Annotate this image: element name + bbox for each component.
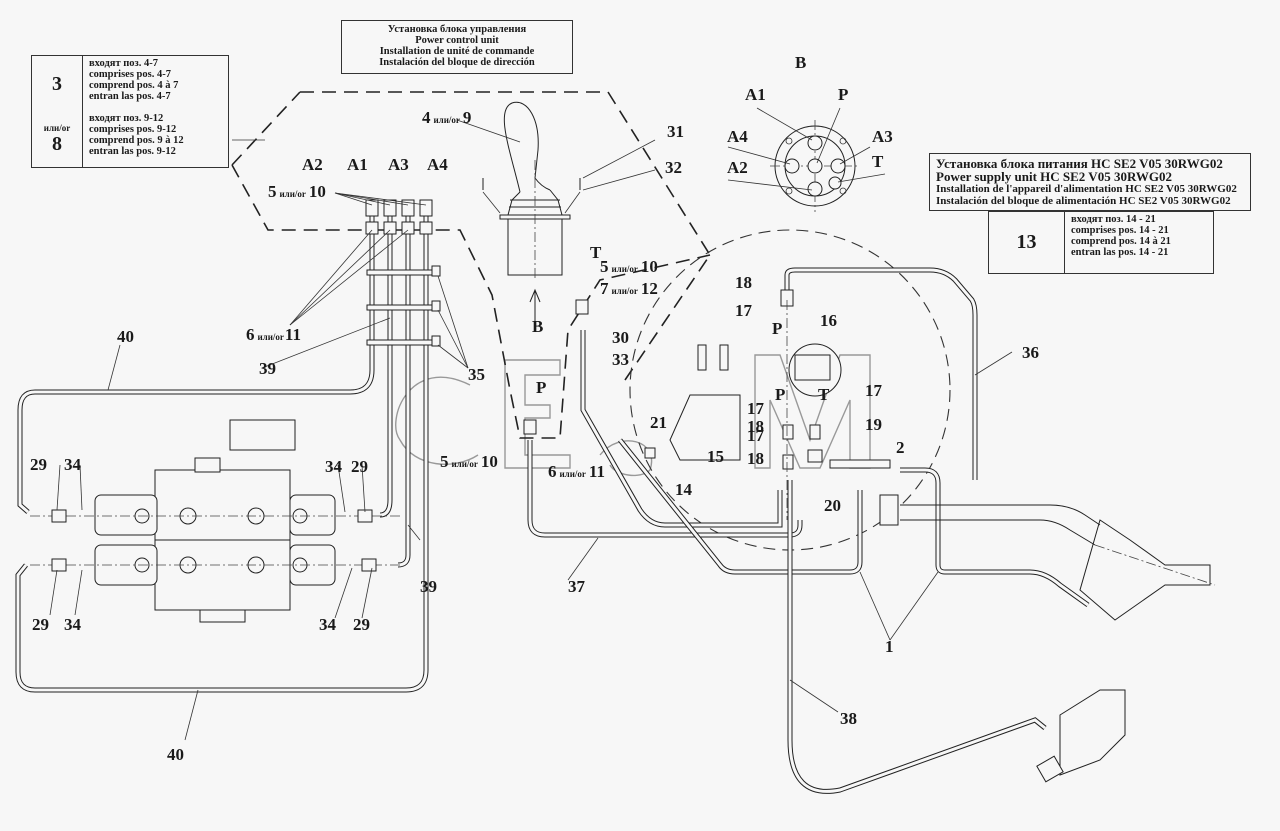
callout-16: 16 [820,311,837,330]
callout-39-bottom: 39 [420,577,437,596]
callout-p-low: P [775,385,785,404]
callout-34-tr: 34 [325,457,343,476]
view-b-flange [727,107,886,212]
port-a1: A1 [347,155,368,174]
joystick [482,101,581,278]
kit-number: 3 [32,56,83,112]
callout-21: 21 [650,413,667,432]
callout-30: 30 [612,328,629,347]
bracket [669,394,741,461]
power-line-fr: Installation de l'appareil d'alimentatio… [936,183,1237,195]
view-b-port-a2: A2 [727,158,748,177]
power-line-en: Power supply unit HC SE2 V05 30RWG02 [936,169,1172,184]
callout-40-top: 40 [117,327,134,346]
callout-35: 35 [468,365,485,384]
bolt-14 [644,447,656,459]
callout-29-bl: 29 [32,615,49,634]
callout-17a: 17 [735,301,753,320]
kit-number: 13 [989,212,1065,273]
leader-lines [49,119,1013,741]
view-b-port-a3: A3 [872,127,893,146]
title-line-fr: Installation de unité de commande [379,46,535,57]
callout-33: 33 [612,350,629,369]
callout-38: 38 [840,709,857,728]
callout-1: 1 [885,637,894,656]
callout-32: 32 [665,158,682,177]
callout-36: 36 [1022,343,1039,362]
title-line-en: Power control unit [415,35,499,46]
callout-p-left: P [536,378,546,397]
callout-17d: 17 [747,426,765,445]
power-supply-title-box: Установка блока питания HC SE2 V05 30RWG… [929,153,1251,211]
power-line-es: Instalación del bloque de alimentación H… [936,195,1231,207]
callout-t: T [590,243,602,262]
callout-14: 14 [675,480,693,499]
callout-2: 2 [896,438,905,457]
view-b-port-t: T [872,152,884,171]
control-unit-title-box: Установка блока управления Power control… [341,20,573,74]
callout-20: 20 [824,496,841,515]
bolt-30 [697,344,707,371]
callout-18b: 18 [747,417,764,436]
power-pipes [523,267,1101,794]
valve-block [30,419,400,623]
callout-15: 15 [707,447,724,466]
callout-29-tl: 29 [30,455,47,474]
port-a2: A2 [302,155,323,174]
cylinder-lower [1036,689,1126,783]
bolt-33 [719,344,729,371]
callout-29-tr: 29 [351,457,368,476]
view-arrow [529,288,541,330]
callout-39-top: 39 [259,359,276,378]
callout-40-bottom: 40 [167,745,184,764]
callout-34-bl: 34 [64,615,82,634]
callout-p-right: P [772,319,782,338]
callout-34-tl: 34 [64,455,82,474]
callout-31: 31 [667,122,684,141]
callout-19: 19 [865,415,882,434]
cylinder-upper [1079,519,1216,621]
view-b-title: B [795,53,806,72]
power-line-ru: Установка блока питания HC SE2 V05 30RWG… [936,156,1223,171]
callout-17c: 17 [865,381,883,400]
title-line-ru: Установка блока управления [387,24,527,35]
view-b-port-a1: A1 [745,85,766,104]
callout-18c: 18 [747,449,764,468]
callout-17b: 17 [747,399,765,418]
port-a3: A3 [388,155,409,174]
port-a4: A4 [427,155,448,174]
callout-37: 37 [568,577,586,596]
view-b-port-a4: A4 [727,127,748,146]
callout-34-br: 34 [319,615,337,634]
arrow-view-label: B [532,317,543,336]
title-line-es: Instalación del bloque de dirección [379,57,535,68]
callout-t-low: T [818,385,830,404]
control-unit-outline [231,91,711,439]
view-b-port-p: P [838,85,848,104]
callout-29-br: 29 [353,615,370,634]
callout-18a: 18 [735,273,752,292]
